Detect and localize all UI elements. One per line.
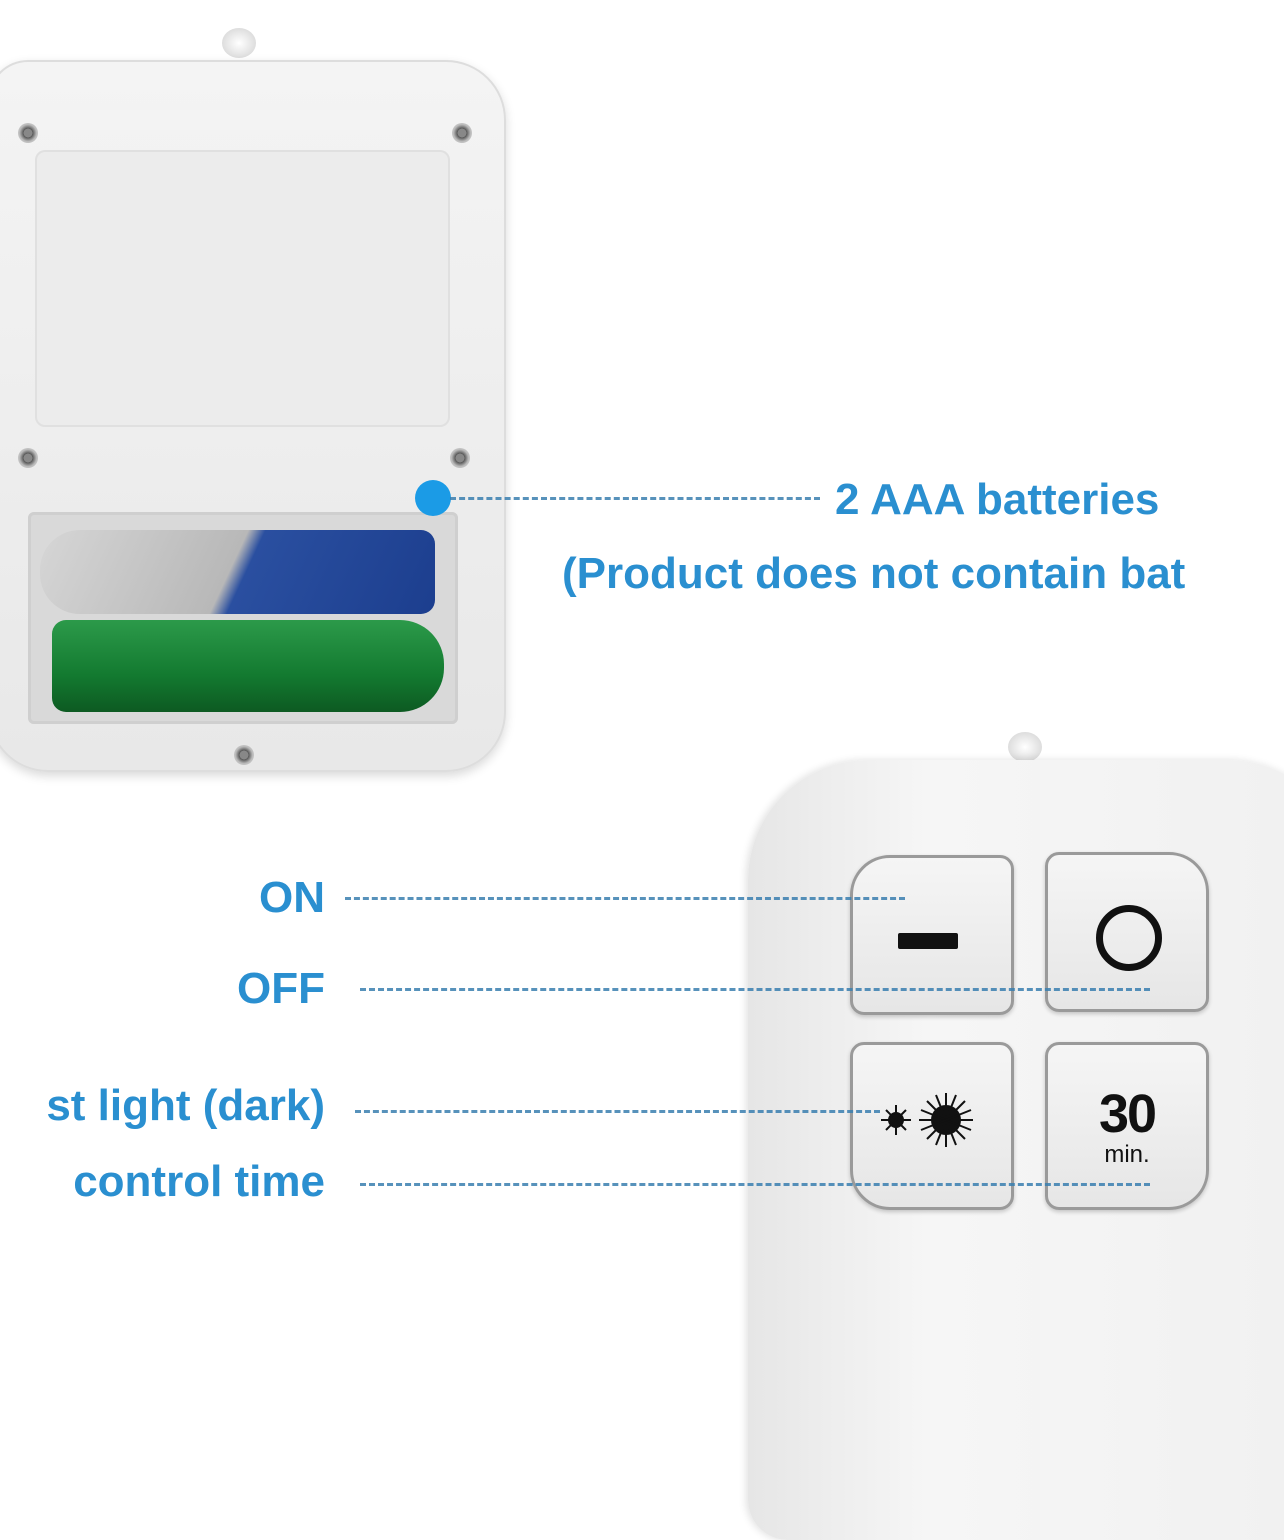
screw-icon bbox=[18, 123, 38, 143]
on-button[interactable] bbox=[850, 855, 1014, 1015]
off-label: OFF bbox=[237, 964, 325, 1013]
timer-button[interactable]: 30 min. bbox=[1045, 1042, 1209, 1210]
screw-icon bbox=[450, 448, 470, 468]
adjust-light-label: st light (dark) bbox=[46, 1081, 325, 1130]
batteries-note: (Product does not contain bat bbox=[562, 549, 1186, 598]
circle-icon bbox=[1096, 905, 1162, 971]
battery-aaa-green bbox=[52, 620, 444, 712]
sun-dim-bright-icon bbox=[881, 1093, 973, 1147]
screw-icon bbox=[234, 745, 254, 765]
back-remote-sensor bbox=[222, 28, 256, 58]
callout-dot bbox=[415, 480, 451, 516]
callout-line-on bbox=[345, 897, 905, 900]
timer-value: 30 bbox=[1098, 1084, 1157, 1144]
callout-line-off bbox=[360, 988, 1150, 991]
front-remote-sensor bbox=[1008, 732, 1042, 762]
screw-icon bbox=[18, 448, 38, 468]
adjust-light-button[interactable] bbox=[850, 1042, 1014, 1210]
timer-unit: min. bbox=[1104, 1141, 1150, 1168]
control-time-label: control time bbox=[73, 1157, 325, 1206]
callout-line-batteries bbox=[450, 497, 820, 500]
batteries-label: 2 AAA batteries bbox=[835, 475, 1160, 524]
minus-bar-icon bbox=[898, 933, 958, 949]
callout-line-adjust-light bbox=[355, 1110, 880, 1113]
on-label: ON bbox=[259, 873, 325, 922]
off-button[interactable] bbox=[1045, 852, 1209, 1012]
back-panel bbox=[35, 150, 450, 427]
screw-icon bbox=[452, 123, 472, 143]
battery-aaa-blue bbox=[40, 530, 435, 614]
callout-line-control-time bbox=[360, 1183, 1150, 1186]
